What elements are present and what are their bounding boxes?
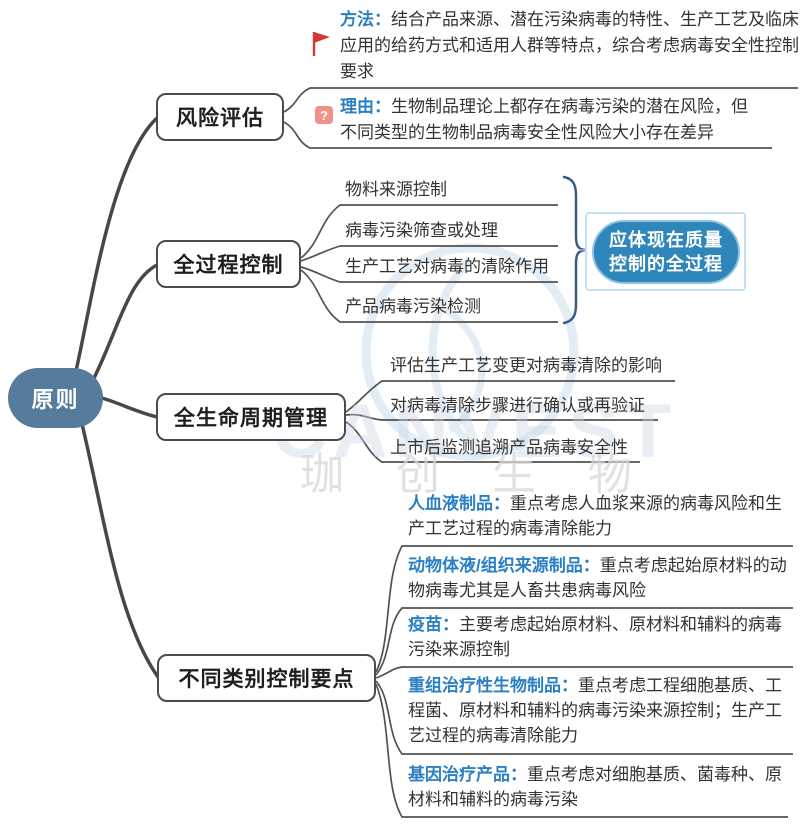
node-category-control-points[interactable]: 不同类别控制要点 bbox=[157, 654, 376, 702]
leaf-virus-screening[interactable]: 病毒污染筛查或处理 bbox=[345, 218, 498, 244]
leaf-reason-label: 理由： bbox=[340, 97, 391, 116]
leaf-label: 重组治疗性生物制品： bbox=[408, 676, 578, 695]
question-glyph: ? bbox=[320, 107, 328, 123]
leaf-reason-text: 生物制品理论上都存在病毒污染的潜在风险，但不同类型的生物制品病毒安全性风险大小存… bbox=[340, 97, 748, 142]
leaf-human-blood-products[interactable]: 人血液制品：重点考虑人血浆来源的病毒风险和生产工艺过程的病毒清除能力 bbox=[408, 491, 792, 541]
leaf-text: 重点考虑起始原材料的动物病毒尤其是人畜共患病毒风险 bbox=[408, 556, 787, 600]
leaf-method-text: 结合产品来源、潜在污染病毒的特性、生产工艺及临床应用的给药方式和适用人群等特点，… bbox=[340, 10, 799, 81]
leaf-text: 主要考虑起始原材料、原材料和辅料的病毒污染来源控制 bbox=[408, 615, 782, 659]
leaf-text: 重点考虑对细胞基质、菌毒种、原材料和辅料的病毒污染 bbox=[408, 765, 782, 809]
flag-icon[interactable] bbox=[311, 31, 333, 57]
watermark-logo bbox=[361, 243, 579, 461]
leaf-method-label: 方法： bbox=[340, 10, 391, 29]
annotation-line2: 控制的全过程 bbox=[609, 254, 723, 274]
leaf-text: 病毒污染筛查或处理 bbox=[345, 221, 498, 240]
leaf-line-gene bbox=[375, 683, 788, 818]
node-lifecycle-management[interactable]: 全生命周期管理 bbox=[156, 393, 346, 441]
node-whole-process-control[interactable]: 全过程控制 bbox=[156, 240, 301, 288]
node-label: 全过程控制 bbox=[173, 254, 284, 277]
leaf-reason[interactable]: 理由：生物制品理论上都存在病毒污染的潜在风险，但不同类型的生物制品病毒安全性风险… bbox=[340, 94, 756, 146]
leaf-label: 动物体液/组织来源制品： bbox=[408, 556, 600, 575]
leaf-line-screen bbox=[300, 245, 558, 262]
branch-line-process bbox=[92, 263, 159, 380]
leaf-text: 生产工艺对病毒的清除作用 bbox=[345, 257, 549, 276]
annotation-line1: 应体现在质量 bbox=[609, 230, 723, 250]
leaf-text: 对病毒清除步骤进行确认或再验证 bbox=[390, 396, 645, 415]
leaf-line-vaccine bbox=[375, 666, 793, 679]
branch-line-category bbox=[80, 422, 160, 679]
leaf-recombinant-biologics[interactable]: 重组治疗性生物制品：重点考虑工程细胞基质、工程菌、原材料和辅料的病毒污染来源控制… bbox=[408, 673, 792, 748]
leaf-text: 产品病毒污染检测 bbox=[345, 297, 481, 316]
leaf-line-clearance bbox=[300, 266, 558, 283]
leaf-label: 疫苗： bbox=[408, 615, 459, 634]
leaf-line-method bbox=[283, 87, 798, 113]
leaf-change-assessment[interactable]: 评估生产工艺变更对病毒清除的影响 bbox=[390, 353, 662, 379]
leaf-label: 人血液制品： bbox=[408, 494, 510, 513]
leaf-line-change bbox=[345, 380, 675, 413]
leaf-gene-therapy-products[interactable]: 基因治疗产品：重点考虑对细胞基质、菌毒种、原材料和辅料的病毒污染 bbox=[408, 762, 792, 812]
leaf-method[interactable]: 方法：结合产品来源、潜在污染病毒的特性、生产工艺及临床应用的给药方式和适用人群等… bbox=[340, 7, 804, 85]
leaf-line-revalidate bbox=[345, 413, 658, 421]
leaf-line-recombinant bbox=[375, 680, 793, 755]
leaf-product-detection[interactable]: 产品病毒污染检测 bbox=[345, 294, 481, 320]
question-icon[interactable]: ? bbox=[315, 106, 333, 124]
leaf-text: 重点考虑人血浆来源的病毒风险和生产工艺过程的病毒清除能力 bbox=[408, 494, 782, 538]
leaf-postmarket-monitoring[interactable]: 上市后监测追溯产品病毒安全性 bbox=[390, 435, 628, 461]
root-label: 原则 bbox=[31, 387, 80, 412]
leaf-material-source[interactable]: 物料来源控制 bbox=[345, 177, 447, 203]
branch-line-lifecycle bbox=[100, 396, 159, 419]
leaf-label: 基因治疗产品： bbox=[408, 765, 527, 784]
leaf-line-postmarket bbox=[345, 421, 640, 463]
leaf-animal-derived-products[interactable]: 动物体液/组织来源制品：重点考虑起始原材料的动物病毒尤其是人畜共患病毒风险 bbox=[408, 553, 792, 603]
leaf-line-blood bbox=[375, 545, 793, 673]
annotation-quality-control[interactable]: 应体现在质量 控制的全过程 bbox=[592, 220, 740, 284]
leaf-line-reason bbox=[283, 121, 772, 149]
leaf-text: 重点考虑工程细胞基质、工程菌、原材料和辅料的病毒污染来源控制；生产工艺过程的病毒… bbox=[408, 676, 782, 745]
leaf-text: 上市后监测追溯产品病毒安全性 bbox=[390, 438, 628, 457]
leaf-text: 物料来源控制 bbox=[345, 180, 447, 199]
node-label: 不同类别控制要点 bbox=[178, 668, 355, 691]
leaf-text: 评估生产工艺变更对病毒清除的影响 bbox=[390, 356, 662, 375]
branch-line-risk bbox=[74, 116, 159, 373]
leaf-revalidation[interactable]: 对病毒清除步骤进行确认或再验证 bbox=[390, 393, 645, 419]
leaf-line-material bbox=[300, 204, 558, 259]
leaf-process-clearance[interactable]: 生产工艺对病毒的清除作用 bbox=[345, 254, 549, 280]
watermark-cjk: 珈创生物 bbox=[300, 450, 684, 499]
node-label: 全生命周期管理 bbox=[174, 407, 328, 430]
root-node[interactable]: 原则 bbox=[8, 368, 103, 428]
node-risk-assessment[interactable]: 风险评估 bbox=[156, 93, 284, 141]
leaf-line-animal bbox=[375, 607, 793, 676]
node-label: 风险评估 bbox=[176, 107, 264, 130]
leaf-vaccine[interactable]: 疫苗：主要考虑起始原材料、原材料和辅料的病毒污染来源控制 bbox=[408, 612, 792, 662]
leaf-line-detect bbox=[300, 269, 558, 323]
